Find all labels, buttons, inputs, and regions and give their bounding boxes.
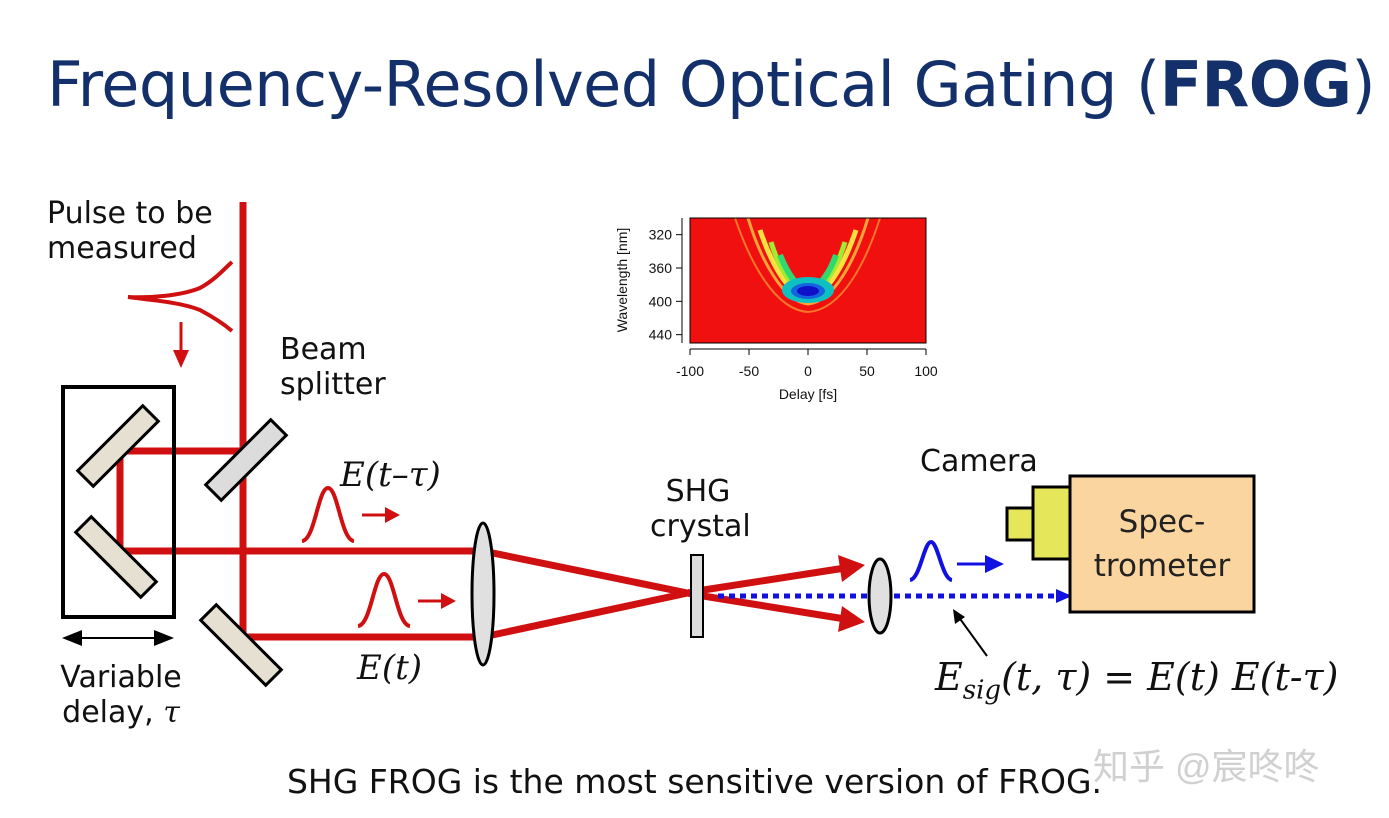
watermark: 知乎 @宸咚咚 (1093, 746, 1320, 787)
delayed-field-label: E(t–τ) (340, 455, 441, 495)
signal-pulse-shape (909, 539, 953, 582)
direct-pulse-shape (357, 571, 411, 628)
y-axis-label: Wavelength [nm] (614, 228, 630, 333)
focusing-lens (470, 521, 496, 667)
x-tick-label: 0 (804, 363, 812, 379)
spectrometer-label: Spec-trometer (1093, 504, 1231, 584)
delay-mirror-bottom (73, 514, 159, 600)
y-tick-label: 400 (649, 293, 673, 309)
delay-stage[interactable] (61, 385, 176, 619)
variable-delay-label: Variable delay, τ (60, 660, 182, 730)
focused-beam-2 (482, 587, 698, 641)
collimating-lens (867, 557, 893, 635)
y-tick-label: 360 (649, 260, 673, 276)
spectrometer-box (1068, 474, 1256, 614)
caption: SHG FROG is the most sensitive version o… (286, 762, 1103, 801)
signal-pointer-arrow (957, 615, 988, 657)
field-label: E(t) (357, 648, 423, 688)
beam-splitter-optic (203, 417, 289, 503)
focused-beam-1 (482, 547, 698, 599)
input-pulse-shape (127, 260, 234, 333)
delayed-pulse-shape (301, 485, 355, 543)
camera-lens (1005, 506, 1037, 542)
camera-body (1031, 485, 1073, 561)
fold-mirror (198, 602, 284, 688)
page-title: Frequency-Resolved Optical Gating (FROG) (47, 48, 1376, 121)
transmitted-beams (696, 555, 865, 632)
signal-equation: Esig(t, τ) = E(t) E(t-τ) (935, 655, 1339, 706)
y-tick-label: 440 (649, 327, 673, 343)
camera-label: Camera (920, 444, 1038, 479)
laser-beams (116, 202, 698, 641)
delay-mirror-top (75, 403, 161, 489)
x-tick-label: 50 (859, 363, 875, 379)
x-axis-label: Delay [fs] (779, 386, 837, 402)
y-tick-label: 320 (649, 227, 673, 243)
shg-crystal-optic (690, 554, 704, 638)
x-tick-label: -50 (739, 363, 759, 379)
x-tick-label: 100 (914, 363, 938, 379)
x-tick-label: -100 (676, 363, 704, 379)
